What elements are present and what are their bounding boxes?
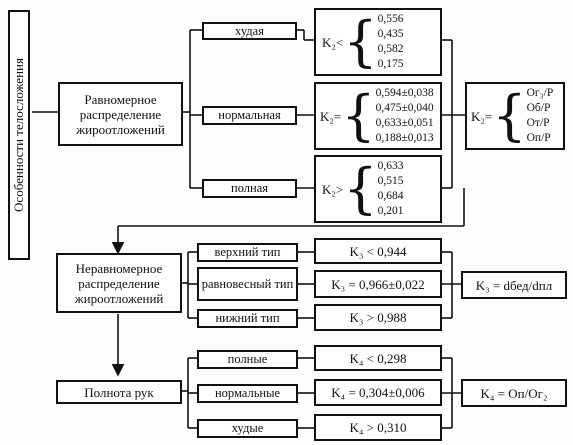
k2-thin-label: K₂< (322, 34, 344, 50)
k2-formula-label: K₂= (471, 108, 493, 124)
k2-full-value: 0,515 (377, 175, 404, 187)
k2-full-values: 0,633 0,515 0,684 0,201 (378, 159, 404, 219)
uniform-distribution-label: Равномерное распределение жироотложений (76, 91, 165, 137)
k4-normal-value: K₄ = 0,304±0,006 (331, 385, 425, 400)
k3-formula-box: K₃ = dбед/dпл (461, 271, 567, 299)
k2-normal-label: K₂= (320, 108, 342, 124)
k3-upper-value: K₃ < 0,944 (349, 243, 407, 259)
type-full-box: полная (202, 179, 297, 198)
type-balanced-label: равновесный тип (201, 276, 294, 291)
k2-formula-value: От/Р (526, 117, 550, 129)
arms-full-label: полные (227, 352, 268, 366)
k2-thin-value: 0,556 (377, 13, 404, 25)
type-lower-label: нижний тип (215, 311, 280, 325)
k4-formula-value: K₄ = Оп/Ог₂ (480, 385, 548, 401)
k3-upper-box: K₃ < 0,944 (314, 238, 442, 264)
arms-fullness-label: Полнота рук (84, 384, 154, 400)
k4-thin-box: K₄ > 0,310 (314, 414, 442, 441)
k2-thin-value: 0,435 (377, 28, 404, 40)
k2-formula-value: Об/Р (526, 102, 551, 114)
title-text: Особенности телосложения (11, 58, 26, 212)
type-thin-box: худая (202, 22, 297, 40)
type-normal-label: нормальная (218, 108, 281, 122)
k2-formula-value: Оп/Р (526, 132, 551, 144)
k2-full-value: 0,684 (377, 190, 404, 202)
nonuniform-distribution-box: Неравномерное распределение жироотложени… (56, 253, 182, 313)
type-balanced-box: равновесный тип (197, 267, 298, 301)
k4-full-value: K₄ < 0,298 (349, 350, 407, 366)
type-upper-box: верхний тип (197, 243, 298, 262)
k4-thin-value: K₄ > 0,310 (349, 420, 407, 435)
k2-thin-value: 0,175 (377, 58, 404, 70)
k2-thin-value: 0,582 (377, 43, 404, 55)
k2-normal-value: 0,594±0,038 (375, 87, 434, 99)
k2-formula-box: K₂= { Ог₃/Р Об/Р От/Р Оп/Р (465, 82, 565, 150)
k2-formula-value: Ог₃/Р (526, 87, 554, 99)
k2-normal-box: K₂= { 0,594±0,038 0,475±0,040 0,633±0,05… (314, 82, 442, 150)
arms-normal-box: нормальные (197, 384, 298, 403)
k2-normal-brace: { (341, 84, 376, 147)
arms-fullness-box: Полнота рук (56, 380, 182, 404)
k3-lower-box: K₃ > 0,988 (314, 304, 442, 331)
arms-normal-label: нормальные (214, 386, 281, 400)
arms-thin-label: худые (231, 421, 264, 435)
type-thin-label: худая (235, 23, 264, 38)
k2-full-brace: { (343, 157, 378, 220)
k4-formula-box: K₄ = Оп/Ог₂ (461, 379, 567, 407)
k3-balanced-value: K₃ = 0,966±0,022 (331, 276, 425, 292)
k3-formula-value: K₃ = dбед/dпл (475, 277, 553, 293)
k2-full-box: K₂> { 0,633 0,515 0,684 0,201 (314, 155, 442, 223)
k2-normal-value: 0,188±0,013 (375, 132, 434, 144)
k2-full-value: 0,201 (377, 205, 404, 217)
title-box: Особенности телосложения (8, 10, 30, 260)
k2-thin-brace: { (343, 10, 378, 73)
k3-lower-value: K₃ > 0,988 (349, 310, 407, 325)
k2-normal-value: 0,475±0,040 (375, 102, 434, 114)
type-normal-box: нормальная (202, 106, 297, 125)
k2-formula-brace: { (492, 84, 527, 147)
type-lower-box: нижний тип (197, 309, 298, 328)
arms-full-box: полные (197, 350, 298, 369)
k2-thin-values: 0,556 0,435 0,582 0,175 (378, 12, 404, 72)
k4-full-box: K₄ < 0,298 (314, 345, 442, 371)
k2-normal-value: 0,633±0,051 (375, 117, 434, 129)
k3-balanced-box: K₃ = 0,966±0,022 (314, 270, 442, 298)
nonuniform-distribution-label: Неравномерное распределение жироотложени… (74, 260, 164, 306)
type-full-label: полная (231, 181, 268, 195)
arms-thin-box: худые (197, 419, 298, 438)
k2-normal-values: 0,594±0,038 0,475±0,040 0,633±0,051 0,18… (376, 86, 434, 146)
k2-formula-values: Ог₃/Р Об/Р От/Р Оп/Р (527, 86, 554, 146)
uniform-distribution-box: Равномерное распределение жироотложений (58, 82, 183, 146)
k2-thin-box: K₂< { 0,556 0,435 0,582 0,175 (314, 8, 442, 76)
k2-full-label: K₂> (322, 181, 344, 197)
k4-normal-box: K₄ = 0,304±0,006 (314, 379, 442, 406)
type-upper-label: верхний тип (214, 245, 281, 259)
k2-full-value: 0,633 (377, 160, 404, 172)
